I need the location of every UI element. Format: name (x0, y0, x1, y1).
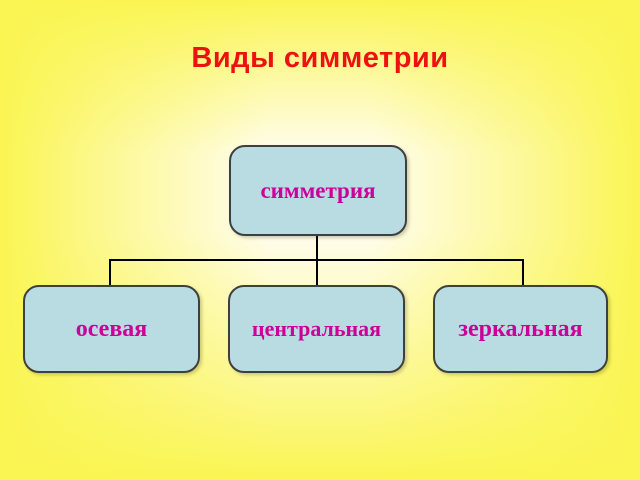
node-axial-symmetry: осевая (23, 285, 200, 373)
node-symmetry-root: симметрия (229, 145, 407, 236)
connector-group (109, 236, 524, 286)
node-mirror-symmetry: зеркальная (433, 285, 608, 373)
slide-title: Виды симметрии (191, 42, 449, 74)
node-central-symmetry: центральная (228, 285, 405, 373)
